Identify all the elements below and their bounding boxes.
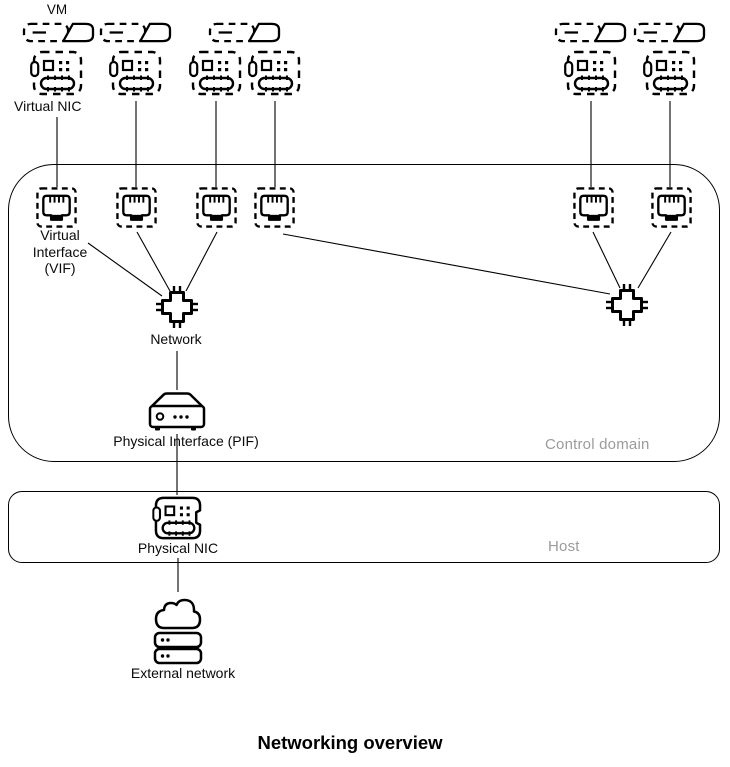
virtual-nic-icon-3 — [189, 49, 243, 97]
virtual-nic-icon-5 — [564, 49, 618, 97]
virtual-nic-label: Virtual NIC — [14, 98, 82, 114]
host-label: Host — [548, 538, 580, 555]
diagram-title: Networking overview — [257, 732, 443, 753]
virtual-nic-icon-4 — [248, 49, 302, 97]
physical-nic-icon — [152, 495, 204, 541]
cloud-and-servers-icon — [151, 592, 205, 666]
vm-icon-1 — [22, 21, 95, 44]
network-label: Network — [150, 331, 202, 347]
host-box — [8, 491, 720, 563]
control-domain-label: Control domain — [545, 436, 650, 453]
external-network-label: External network — [130, 665, 236, 681]
vm-icon-3 — [208, 21, 281, 44]
virtual-nic-icon-6 — [643, 49, 697, 97]
virtual-nic-icon-2 — [109, 49, 163, 97]
physical-interface-pif-label: Physical Interface (PIF) — [113, 433, 259, 449]
control-domain-box — [8, 164, 720, 462]
vm-icon-5 — [633, 21, 706, 44]
virtual-nic-icon-1 — [30, 49, 84, 97]
vif-ethernet-port-icon-1 — [35, 186, 78, 229]
vif-ethernet-port-icon-2 — [115, 186, 158, 229]
network-junction-icon-2 — [603, 281, 651, 329]
vm-icon-4 — [554, 21, 627, 44]
physical-nic-label: Physical NIC — [137, 540, 219, 556]
vif-ethernet-port-icon-5 — [572, 186, 615, 229]
network-junction-icon-1 — [153, 283, 201, 331]
vif-ethernet-port-icon-3 — [195, 186, 238, 229]
vm-label: VM — [46, 2, 68, 17]
pif-appliance-icon — [147, 390, 207, 434]
vif-ethernet-port-icon-4 — [253, 186, 296, 229]
vif-ethernet-port-icon-6 — [650, 186, 693, 229]
vm-icon-2 — [99, 21, 172, 44]
virtual-interface-vif-label: Virtual Interface (VIF) — [32, 227, 88, 277]
